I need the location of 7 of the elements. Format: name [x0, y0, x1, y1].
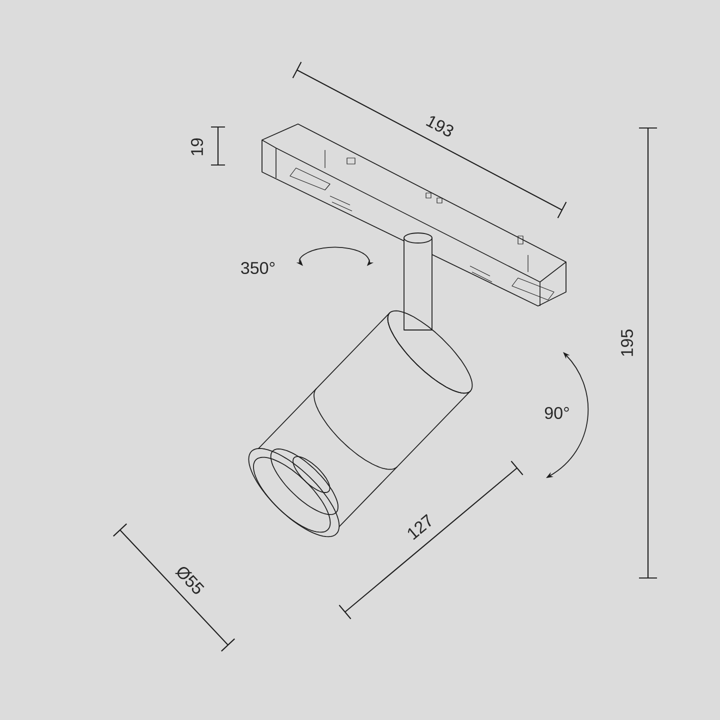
- dimension-label: 90°: [544, 406, 569, 420]
- dimension-label: 127: [408, 514, 431, 540]
- dimension-label: 195: [621, 330, 634, 356]
- dimension-label: 19: [190, 138, 204, 156]
- dimension-label: 193: [426, 116, 454, 136]
- dimension-label: Ø55: [174, 566, 204, 594]
- dimension-label: 350°: [241, 262, 275, 274]
